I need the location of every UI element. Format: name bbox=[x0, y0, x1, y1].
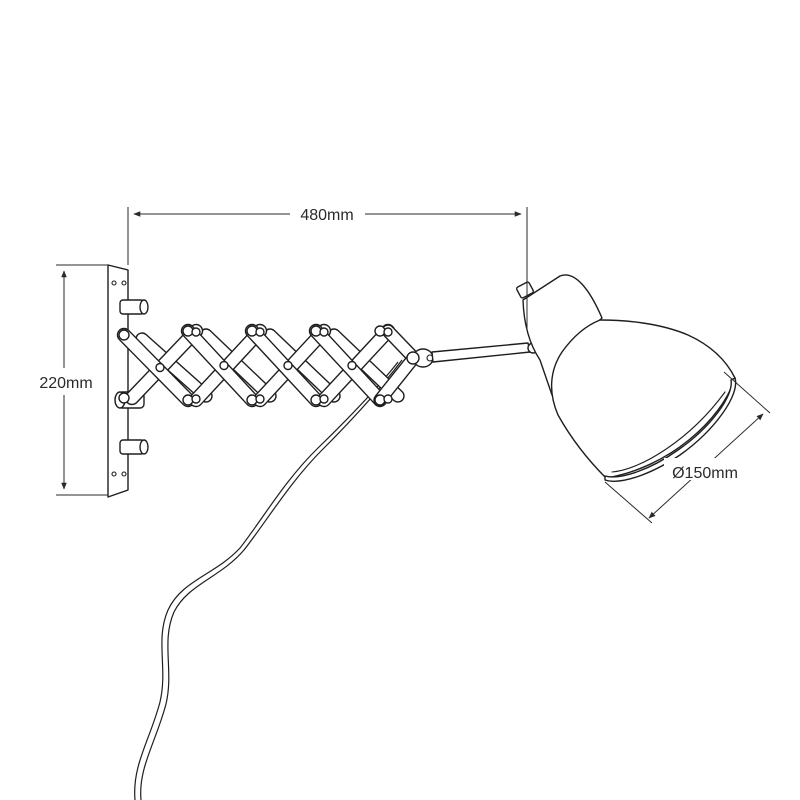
scissor-arm bbox=[116, 323, 419, 408]
pivot-rivet bbox=[319, 394, 329, 404]
pivot-rivet bbox=[255, 394, 265, 404]
width-label: 480mm bbox=[300, 207, 353, 224]
pivot-rivet bbox=[118, 392, 130, 404]
height-dimension: 220mm bbox=[39, 264, 108, 496]
pivot-rivet bbox=[283, 360, 293, 371]
lamp-shade bbox=[516, 274, 737, 482]
mount-screw-holes bbox=[111, 280, 127, 477]
diameter-label: Ø150mm bbox=[672, 465, 738, 482]
power-cord-strand bbox=[140, 359, 403, 800]
pivot-rivet bbox=[191, 327, 201, 337]
shade-bell bbox=[550, 319, 736, 479]
pivot-rivet bbox=[319, 327, 329, 337]
wall-mount-plate bbox=[107, 264, 129, 498]
width-dimension: 480mm bbox=[127, 207, 528, 330]
pivot-rivet bbox=[155, 362, 165, 373]
pivot-rivet bbox=[383, 394, 393, 404]
power-cord bbox=[134, 361, 399, 800]
pivot-rivet bbox=[219, 360, 229, 371]
pivot-rivet bbox=[347, 360, 357, 371]
pivot-rivet bbox=[118, 329, 130, 341]
height-label: 220mm bbox=[39, 375, 92, 392]
extension-rod bbox=[431, 337, 547, 363]
diameter-dimension: Ø150mm bbox=[604, 371, 771, 524]
pivot-rivet bbox=[255, 327, 265, 337]
pivot-rivet bbox=[191, 394, 201, 404]
swivel-joint bbox=[406, 348, 434, 368]
pivot-rivet bbox=[383, 327, 393, 337]
